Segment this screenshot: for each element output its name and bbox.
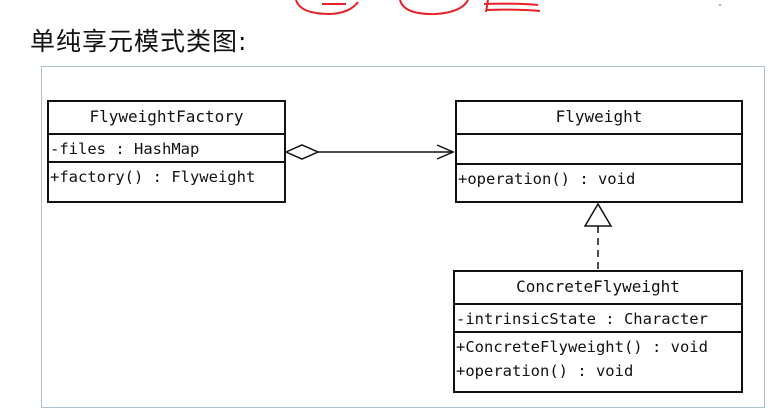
operations-section: +operation() : void [457,163,741,191]
page-heading: 单纯享元模式类图: [30,27,248,56]
class-name: FlyweightFactory [89,107,244,126]
attribute: -files : HashMap [50,140,200,158]
attributes-section [457,133,741,163]
operations-section: +factory() : Flyweight [49,161,284,189]
class-flyweight: Flyweight +operation() : void [455,100,743,203]
operations-section: +ConcreteFlyweight() : void +operation()… [455,331,741,383]
operation: +operation() : void [458,170,636,188]
class-name: Flyweight [555,107,643,126]
attributes-section: -files : HashMap [49,133,284,161]
attributes-section: -intrinsicState : Character [455,303,741,331]
class-flyweight-factory: FlyweightFactory -files : HashMap +facto… [47,100,286,203]
attribute: -intrinsicState : Character [456,310,708,328]
top-handwriting-marks [295,0,721,16]
operation: +factory() : Flyweight [50,168,256,186]
operation: +operation() : void [456,362,634,380]
operation: +ConcreteFlyweight() : void [456,338,708,356]
class-name: ConcreteFlyweight [516,277,680,296]
class-concrete-flyweight: ConcreteFlyweight -intrinsicState : Char… [453,270,743,393]
